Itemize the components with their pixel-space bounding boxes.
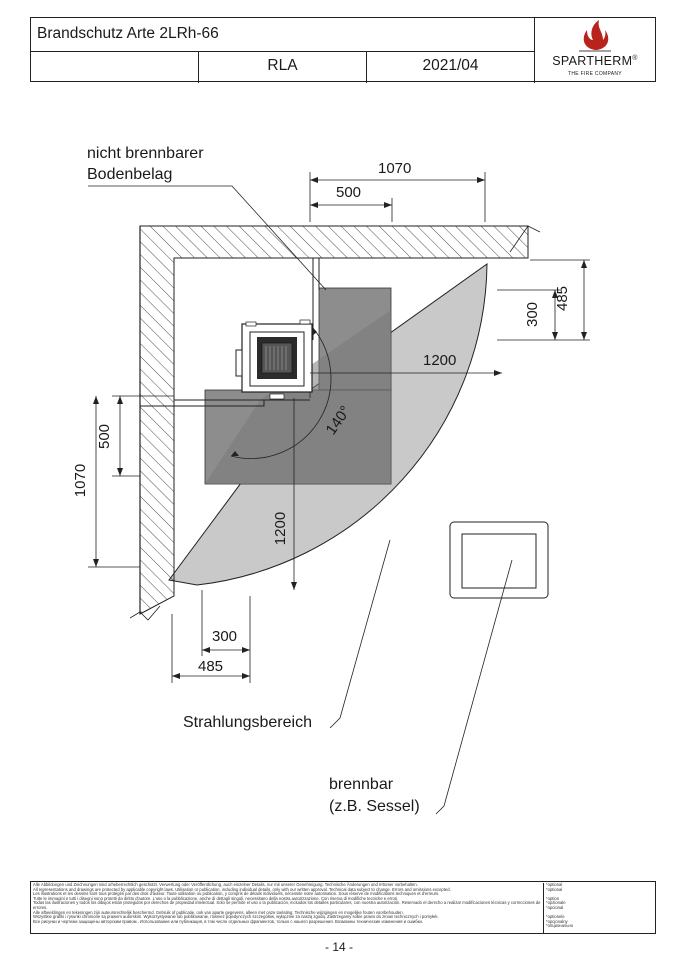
optional-notes: *optional *optional *option *opzionale *… <box>543 882 656 934</box>
dimension-lines <box>88 172 590 683</box>
floor-label-line2: Bodenbelag <box>87 166 173 183</box>
radiation-area-label: Strahlungsbereich <box>183 714 312 731</box>
dimension-arrows <box>93 177 587 679</box>
brand-name: SPARTHERM® <box>552 54 638 68</box>
drawing-title: Brandschutz Arte 2LRh-66 <box>31 18 535 52</box>
combustible-label-line1: brennbar <box>329 776 394 793</box>
brand-tagline: THE FIRE COMPANY <box>568 71 622 77</box>
copyright-disclaimer: Alle Abbildungen und Zeichnungen sind ur… <box>33 882 541 924</box>
dim-right-inner: 300 <box>524 301 542 328</box>
dim-left-total: 1070 <box>72 463 90 498</box>
armchair <box>449 521 549 599</box>
dim-top-total: 1070 <box>378 160 412 177</box>
dim-right-outer: 485 <box>554 285 572 312</box>
dim-radius-horizontal: 1200 <box>423 352 457 369</box>
page-number: - 14 - <box>324 940 353 954</box>
dim-bottom-inner: 300 <box>212 628 238 645</box>
drawing-date: 2021/04 <box>367 52 535 83</box>
floor-label-line1: nicht brennbarer <box>87 145 204 162</box>
spartherm-logo: SPARTHERM® THE FIRE COMPANY <box>535 18 655 83</box>
flame-icon <box>579 20 611 52</box>
wall-left-lower <box>139 405 175 615</box>
drawing-code: RLA <box>199 52 367 83</box>
dim-bottom-outer: 485 <box>198 658 224 675</box>
leader-lines <box>88 185 513 815</box>
floor-protection-overlap <box>205 310 391 484</box>
dim-left-inner: 500 <box>96 423 114 450</box>
title-block: Brandschutz Arte 2LRh-66 RLA 2021/04 SPA… <box>30 17 656 83</box>
combustible-label-line2: (z.B. Sessel) <box>329 798 420 815</box>
legal-footer: Alle Abbildungen und Zeichnungen sind ur… <box>30 881 656 934</box>
empty-cell <box>31 52 199 83</box>
dim-top-inner: 500 <box>336 184 362 201</box>
dim-radius-vertical: 1200 <box>272 511 290 546</box>
stove <box>235 319 313 400</box>
